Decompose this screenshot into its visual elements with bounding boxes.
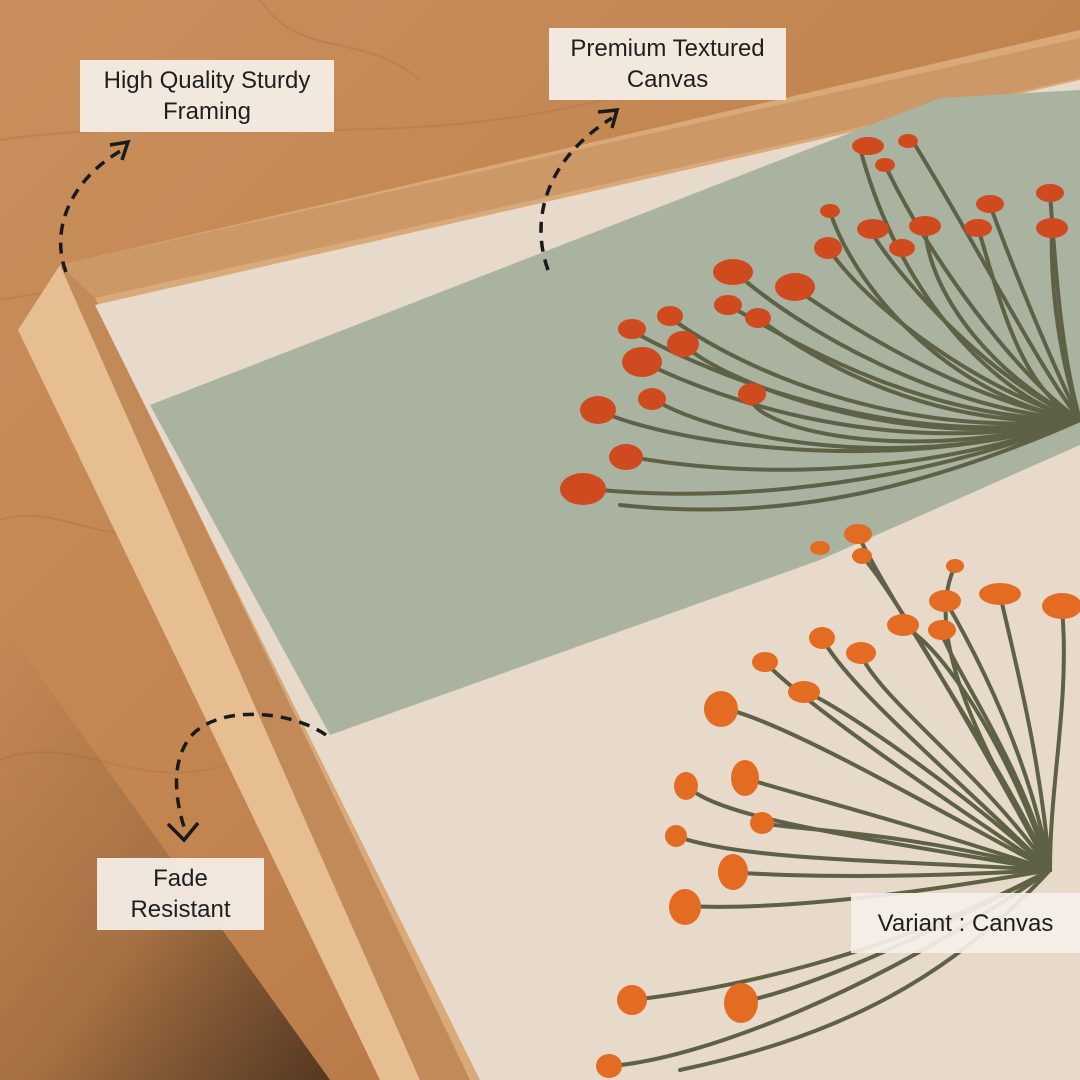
frame-inner-lip <box>60 38 1080 298</box>
frame-side-left <box>18 265 420 1080</box>
label-canvas-line2: Canvas <box>626 66 709 93</box>
label-framing-line1: High Quality Sturdy <box>103 67 311 94</box>
label-canvas-line1: Premium Textured <box>570 35 765 62</box>
label-high-quality-framing: High Quality Sturdy Framing <box>80 60 334 132</box>
label-premium-canvas: Premium Textured Canvas <box>549 28 786 100</box>
label-fade-line2: Resistant <box>130 896 231 923</box>
label-variant-text: Variant : Canvas <box>877 909 1054 937</box>
dandelion-upper <box>560 134 1080 512</box>
label-framing-line2: Framing <box>162 98 252 125</box>
label-fade-line1: Fade <box>153 865 208 892</box>
frame-inner-left <box>60 265 470 1080</box>
label-variant: Variant : Canvas <box>851 893 1080 953</box>
arrow-canvas <box>539 107 620 271</box>
label-fade-resistant: Fade Resistant <box>97 858 264 930</box>
table-shadow <box>0 620 330 1080</box>
arrow-fade <box>166 712 327 843</box>
dandelion-lower <box>596 524 1080 1078</box>
arrow-framing <box>58 139 131 273</box>
